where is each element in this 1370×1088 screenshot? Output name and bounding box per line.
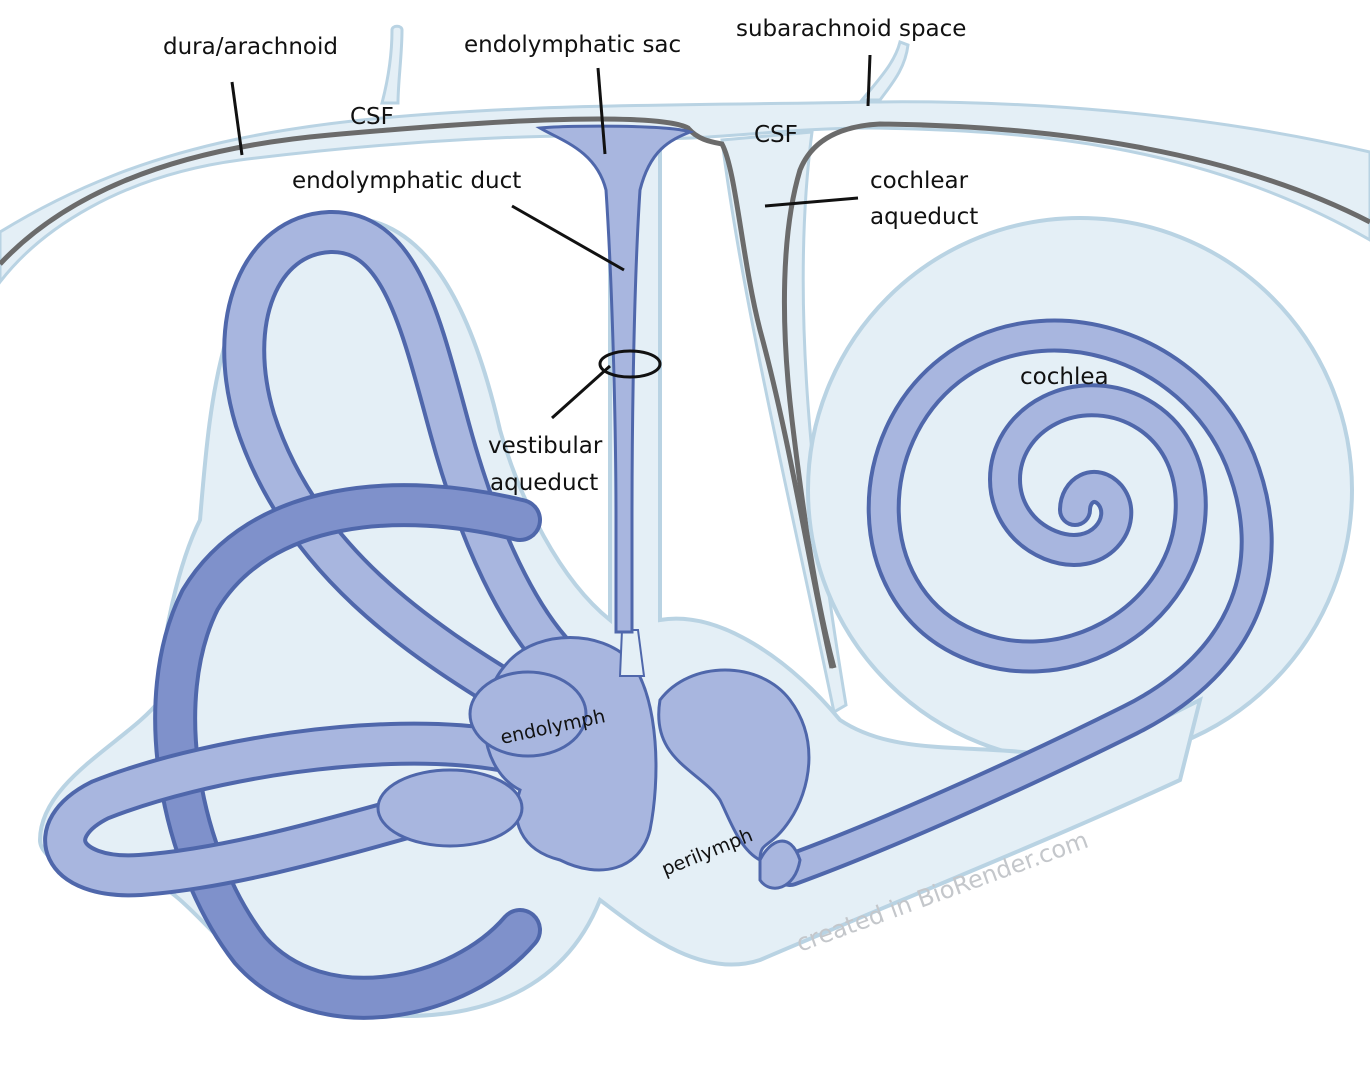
cochlea-spiral — [758, 318, 1274, 890]
label-dura-arachnoid: dura/arachnoid — [163, 34, 338, 60]
leader-sac — [596, 67, 607, 155]
vestibular-aqueduct-marker — [598, 349, 662, 379]
label-cochlear-aqueduct-1: cochlear — [870, 168, 969, 194]
label-csf-right: CSF — [754, 122, 798, 148]
vestibule — [376, 629, 811, 872]
leader-vestibular-aqueduct — [550, 364, 612, 420]
dura-arachnoid-line — [0, 116, 835, 669]
leader-subarachnoid — [866, 54, 872, 107]
label-cochlear-aqueduct-2: aqueduct — [870, 204, 978, 230]
dura-arachnoid-line-right — [781, 121, 1370, 669]
label-endolymphatic-sac: endolymphatic sac — [464, 32, 681, 58]
semicircular-canals — [43, 210, 582, 1020]
label-vestibular-aqueduct-1: vestibular — [488, 433, 603, 459]
label-csf-left: CSF — [350, 104, 394, 130]
leader-cochlear-aqueduct — [764, 196, 859, 208]
endolymphatic-duct-sac — [535, 124, 695, 634]
label-cochlea: cochlea — [1020, 364, 1109, 390]
label-endolymphatic-duct: endolymphatic duct — [292, 168, 521, 194]
leader-dura — [230, 81, 244, 156]
label-subarachnoid-space: subarachnoid space — [736, 16, 966, 42]
leader-duct — [511, 204, 625, 272]
label-vestibular-aqueduct-2: aqueduct — [490, 470, 598, 496]
leader-lines — [230, 54, 872, 420]
